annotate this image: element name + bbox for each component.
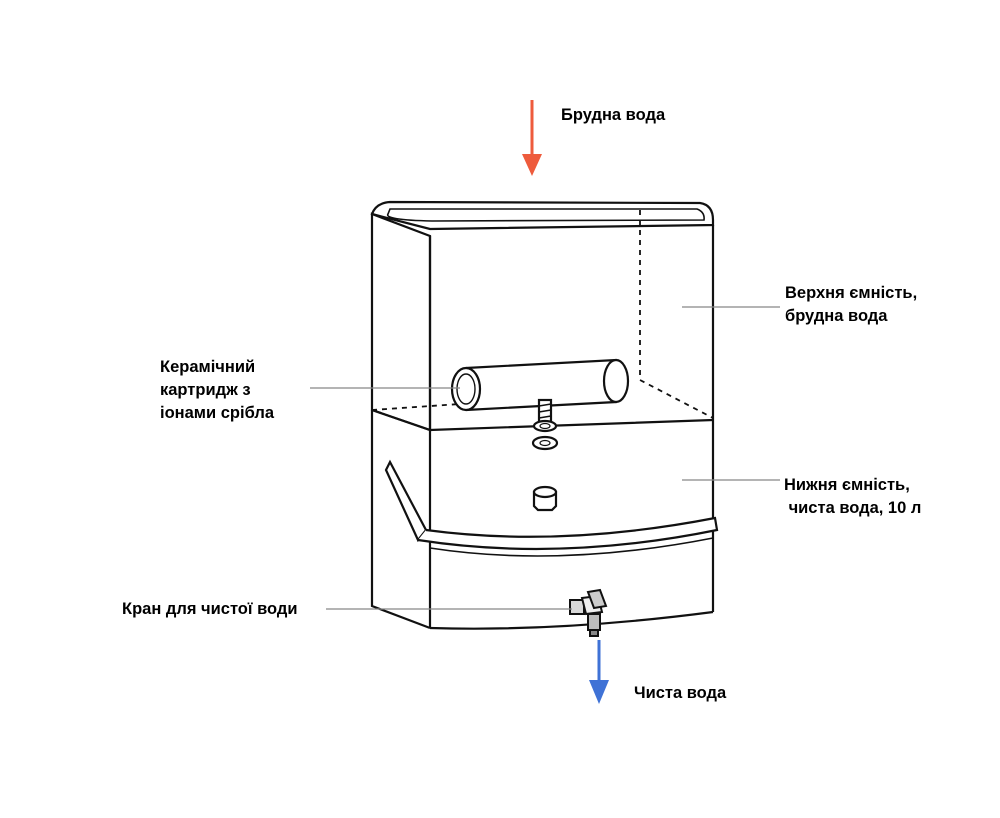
label-cartridge-line-3: іонами срібла xyxy=(160,404,275,422)
leader-lines xyxy=(310,306,780,610)
label-dirty-water: Брудна вода xyxy=(561,104,665,127)
ceramic-cartridge xyxy=(450,358,630,512)
label-lower-tank-line-2: чиста вода, 10 л xyxy=(784,499,922,517)
label-dirty-water-text: Брудна вода xyxy=(561,106,666,124)
clean-water-arrow-icon xyxy=(589,640,609,704)
label-upper-tank-line-2: брудна вода xyxy=(785,307,888,325)
label-cartridge-line-1: Керамічний xyxy=(160,358,256,376)
label-lower-tank: Нижня ємність, чиста вода, 10 л xyxy=(784,474,921,520)
label-clean-water: Чиста вода xyxy=(634,682,726,705)
label-lower-tank-line-1: Нижня ємність, xyxy=(784,476,910,494)
label-tap-text: Кран для чистої води xyxy=(122,600,298,618)
label-cartridge: Керамічний картридж з іонами срібла xyxy=(160,356,274,425)
lower-tank xyxy=(370,408,719,630)
label-upper-tank: Верхня ємність, брудна вода xyxy=(785,282,917,328)
label-clean-water-text: Чиста вода xyxy=(634,684,727,702)
dirty-water-arrow-icon xyxy=(522,100,542,176)
tap-icon xyxy=(569,588,608,637)
label-cartridge-line-2: картридж з xyxy=(160,381,251,399)
label-upper-tank-line-1: Верхня ємність, xyxy=(785,284,918,302)
label-tap: Кран для чистої води xyxy=(122,598,298,621)
upper-tank xyxy=(370,200,715,432)
